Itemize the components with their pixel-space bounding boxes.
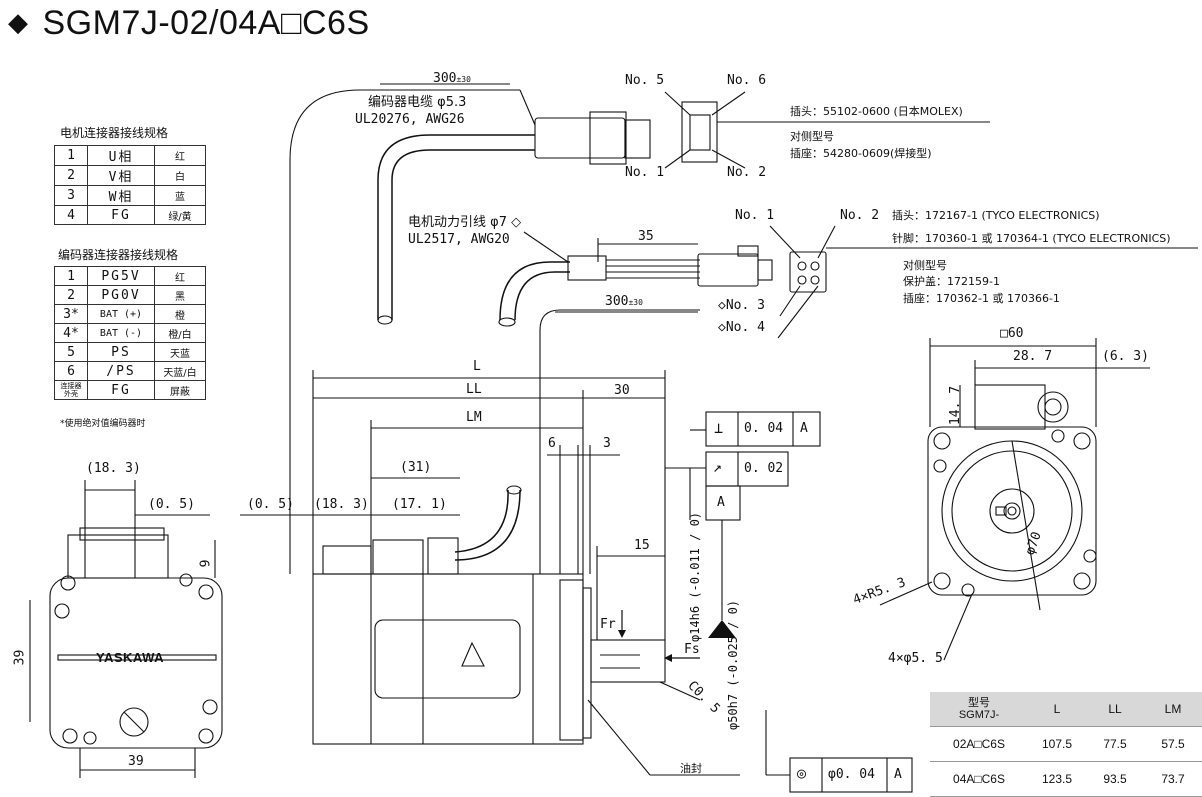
dim-39-vertical: 39 — [12, 649, 28, 666]
encoder-pin-no2: No. 2 — [727, 165, 767, 180]
perpendicularity-symbol: ⊥ — [714, 419, 724, 437]
encoder-cable-length: 300±30 — [433, 71, 471, 86]
diamond-bullet-icon: ◆ — [8, 7, 29, 37]
encoder-pin-no5: No. 5 — [625, 73, 665, 88]
dim-6-3: (6. 3) — [1102, 349, 1149, 364]
brand-logo: YASKAWA — [96, 650, 165, 665]
force-fr: Fr — [600, 617, 616, 632]
shaft-diameter: φ14h6 (-0.011 / 0) — [688, 511, 703, 643]
encoder-cable-standard: UL20276, AWG26 — [355, 112, 465, 127]
power-socket-spec: 插座：170362-1 或 170366-1 — [903, 292, 1060, 305]
power-cable-length: 300±30 — [605, 294, 643, 309]
dim-17-1: (17. 1) — [392, 497, 447, 512]
dim-35: 35 — [638, 229, 654, 244]
dim-31: (31) — [400, 460, 432, 475]
dim-L: L — [473, 359, 481, 374]
power-plug-spec: 插头：172167-1 (TYCO ELECTRONICS) — [892, 209, 1100, 222]
dim-39-horizontal: 39 — [128, 754, 144, 769]
table-row: 04A□C6S 123.5 93.5 73.7 — [930, 761, 1202, 797]
perpendicularity-tolerance: 0. 04 — [744, 421, 784, 436]
runout-symbol: ↗ — [713, 458, 723, 476]
encoder-plug-spec: 插头：55102-0600 (日本MOLEX) — [790, 105, 963, 118]
dim-18-3-side: (18. 3) — [314, 497, 369, 512]
power-pin-no2: No. 2 — [840, 208, 880, 223]
table-header-row: 型号 SGM7J- L LL LM — [930, 692, 1202, 727]
power-pin-no1: No. 1 — [735, 208, 775, 223]
table-row: 3*BAT (+)橙 — [54, 304, 206, 324]
encoder-mate-title: 对侧型号 — [790, 130, 834, 143]
concentricity-tolerance: φ0. 04 — [828, 767, 875, 782]
dim-15: 15 — [634, 538, 650, 553]
perpendicularity-datum: A — [800, 421, 808, 436]
power-pin-no3: ◇No. 3 — [718, 298, 765, 313]
power-cable-standard: UL2517, AWG20 — [408, 232, 510, 247]
power-pin-no4: ◇No. 4 — [718, 320, 765, 335]
encoder-pin-no6: No. 6 — [727, 73, 767, 88]
force-fs: Fs — [684, 642, 700, 657]
power-cable-label: 电机动力引线 φ7 ◇ — [408, 215, 522, 230]
concentricity-symbol: ◎ — [797, 764, 807, 782]
encoder-socket-spec: 插座：54280-0609(焊接型) — [790, 147, 932, 160]
dim-3: 3 — [603, 436, 611, 451]
page-title: ◆SGM7J-02/04A□C6S — [8, 4, 370, 42]
power-pin-spec: 针脚：170360-1 或 170364-1 (TYCO ELECTRONICS… — [892, 232, 1171, 245]
power-cover-spec: 保护盖：172159-1 — [903, 275, 1000, 288]
motor-connector-table-title: 电机连接器接线规格 — [60, 126, 169, 140]
spigot-diameter: φ50h7 (-0.025 / 0) — [726, 599, 741, 731]
power-mate-title: 对侧型号 — [903, 259, 947, 272]
table-row: 4*BAT (-)橙/白 — [54, 323, 206, 343]
oil-seal-label: 油封 — [680, 762, 702, 775]
encoder-cable-label: 编码器电缆 φ5.3 — [368, 95, 467, 110]
dim-6: 6 — [548, 436, 556, 451]
encoder-connector-table-title: 编码器连接器接线规格 — [58, 248, 179, 262]
encoder-pin-no1: No. 1 — [625, 165, 665, 180]
encoder-table-note: *使用绝对值编码器时 — [60, 419, 146, 429]
concentricity-datum: A — [894, 767, 902, 782]
dimensions-table: 型号 SGM7J- L LL LM 02A□C6S 107.5 77.5 57.… — [930, 692, 1202, 797]
runout-tolerance: 0. 02 — [744, 461, 784, 476]
dim-30: 30 — [614, 383, 630, 398]
table-row: 02A□C6S 107.5 77.5 57.5 — [930, 726, 1202, 762]
dim-4xphi5-5: 4×φ5. 5 — [888, 651, 943, 666]
runout-datum: A — [717, 495, 725, 510]
dim-LM: LM — [466, 410, 482, 425]
dim-square-60: □60 — [1000, 326, 1024, 341]
dim-14-7: 14. 7 — [948, 385, 964, 426]
dim-18-3-front: (18. 3) — [86, 461, 141, 476]
dim-9: 9 — [198, 559, 214, 568]
dim-28-7: 28. 7 — [1013, 349, 1053, 364]
dim-0-5-front: (0. 5) — [148, 497, 195, 512]
dim-LL: LL — [466, 382, 482, 397]
dim-0-5-side: (0. 5) — [247, 497, 294, 512]
